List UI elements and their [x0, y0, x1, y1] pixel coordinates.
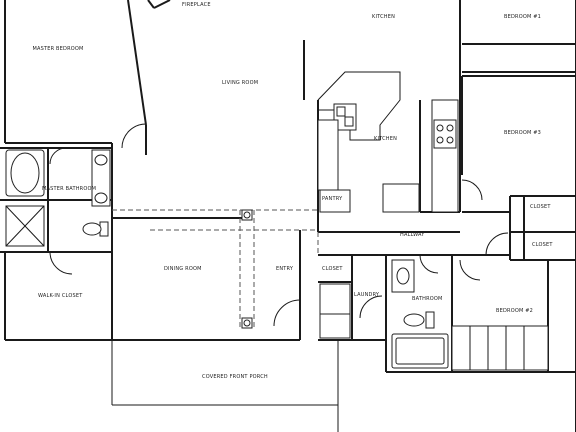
label-closet-right-upper: CLOSET [530, 204, 551, 210]
doors [49, 123, 509, 327]
label-front-porch: COVERED FRONT PORCH [202, 374, 268, 380]
label-bathroom: BATHROOM [412, 296, 443, 302]
label-dining-room: DINING ROOM [164, 266, 202, 272]
label-kitchen-top: KITCHEN [372, 14, 395, 20]
label-bedroom-2: BEDROOM #2 [496, 308, 533, 314]
label-walk-in-closet: WALK-IN CLOSET [38, 293, 83, 299]
label-entry: ENTRY [276, 266, 294, 272]
beam-lines [112, 209, 319, 330]
columns [241, 209, 253, 329]
label-laundry: LAUNDRY [354, 292, 380, 298]
label-hallway: HALLWAY [400, 232, 425, 238]
label-master-bathroom: MASTER BATHROOM [42, 186, 96, 192]
label-kitchen: KITCHEN [374, 136, 397, 142]
fixtures [5, 71, 549, 371]
label-bedroom-1: BEDROOM #1 [504, 14, 541, 20]
label-fireplace: FIREPLACE [182, 2, 211, 8]
room-labels: MASTER BEDROOM FIREPLACE LIVING ROOM KIT… [32, 2, 553, 380]
label-bedroom-3: BEDROOM #3 [504, 130, 541, 136]
label-closet-right-lower: CLOSET [532, 242, 553, 248]
label-living-room: LIVING ROOM [222, 80, 258, 86]
label-master-bedroom: MASTER BEDROOM [32, 46, 83, 52]
label-pantry: PANTRY [322, 196, 343, 202]
label-closet-entry: CLOSET [322, 266, 343, 272]
